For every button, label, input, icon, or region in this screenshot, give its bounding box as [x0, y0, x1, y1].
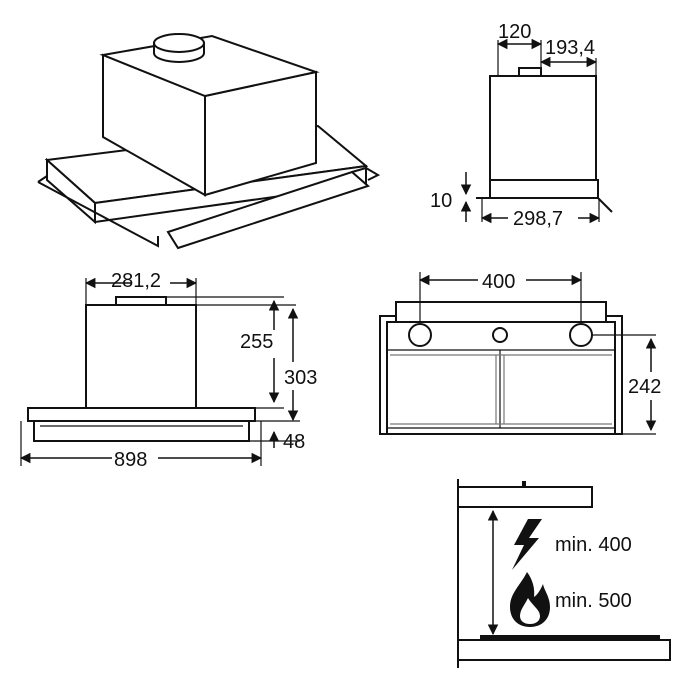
- dim-side-top: 120: [498, 21, 531, 43]
- dim-underside-right: 242: [628, 376, 661, 398]
- underside-view: 400 242: [379, 271, 661, 435]
- dim-front-top: 281,2: [111, 270, 161, 292]
- dim-underside-top: 400: [482, 271, 515, 293]
- isometric-view: [37, 33, 381, 250]
- dim-side-left: 10: [430, 190, 452, 212]
- lightning-icon: [512, 519, 542, 570]
- front-view: 281,2 255 303 48 898: [19, 270, 317, 471]
- gas-cooktop-label: min. 500: [555, 590, 632, 612]
- side-view: 120 193,4 10 298,7: [430, 21, 613, 230]
- dim-side-top-right: 193,4: [545, 37, 595, 59]
- flame-icon: [510, 572, 550, 627]
- dim-front-bottom: 898: [114, 449, 147, 471]
- dim-front-bottom-right: 48: [283, 431, 305, 453]
- dim-front-right-outer: 303: [284, 367, 317, 389]
- installation-view: min. 400 min. 500: [457, 479, 671, 668]
- electric-cooktop-label: min. 400: [555, 534, 632, 556]
- dim-front-right-inner: 255: [240, 331, 273, 353]
- dim-side-bottom: 298,7: [513, 208, 563, 230]
